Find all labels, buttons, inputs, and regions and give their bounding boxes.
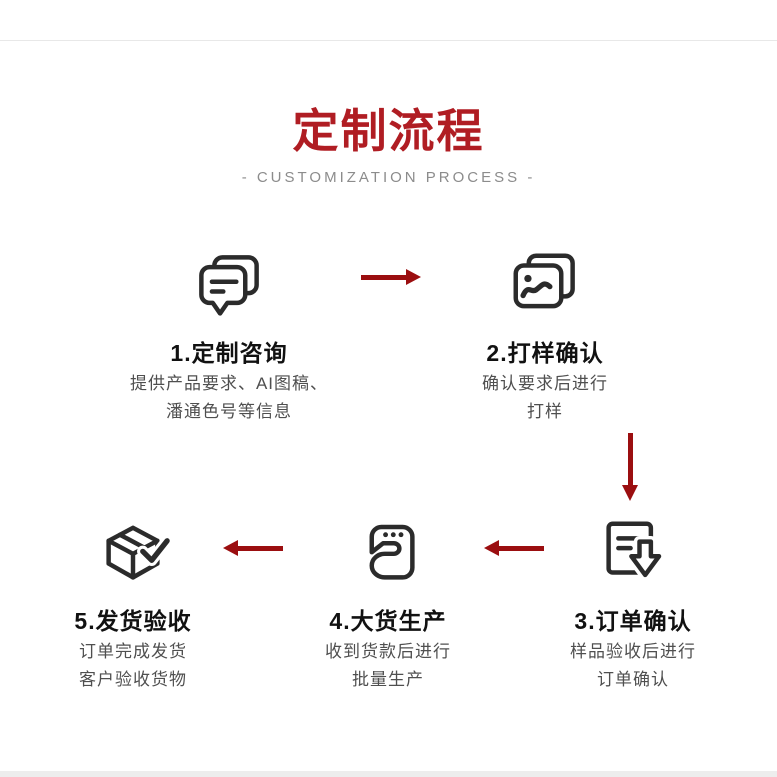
package-check-icon [13,514,253,590]
step-bulk-production: 4.大货生产 收到货款后进行 批量生产 [268,514,508,691]
page-title: 定制流程 [292,105,485,157]
step-customization-consult: 1.定制咨询 提供产品要求、AI图稿、 潘通色号等信息 [109,246,349,423]
step-order-confirm: 3.订单确认 样品验收后进行 订单确认 [513,514,753,691]
step-title: 3.订单确认 [574,608,692,634]
step-desc-line: 订单完成发货 [79,642,187,661]
step-shipping-acceptance: 5.发货验收 订单完成发货 客户验收货物 [13,514,253,691]
step-desc-line: 收到货款后进行 [325,642,451,661]
chat-bubbles-icon [109,246,349,322]
step-desc-line: 批量生产 [352,670,424,689]
sample-photos-icon [425,246,665,322]
flow-arrow-left-icon [484,540,544,556]
step-desc-line: 打样 [527,402,563,421]
step-desc-line: 提供产品要求、AI图稿、 [129,374,329,393]
step-title: 2.打样确认 [486,340,604,366]
flow-arrow-down-icon [622,433,638,501]
step-desc-line: 潘通色号等信息 [166,402,292,421]
bottom-divider [0,771,777,777]
flow-arrow-left-icon [223,540,283,556]
step-desc-line: 确认要求后进行 [482,374,608,393]
page-subtitle: - CUSTOMIZATION PROCESS - [241,168,536,186]
section-header: 定制流程 - CUSTOMIZATION PROCESS - [0,106,777,186]
flow-arrow-right-icon [361,269,421,285]
step-title: 1.定制咨询 [170,340,288,366]
sewing-machine-icon [268,514,508,590]
step-title: 5.发货验收 [74,608,192,634]
step-title: 4.大货生产 [329,608,447,634]
step-sample-confirm: 2.打样确认 确认要求后进行 打样 [425,246,665,423]
step-desc-line: 客户验收货物 [79,670,187,689]
order-document-download-icon [513,514,753,590]
step-desc-line: 订单确认 [597,670,669,689]
step-desc-line: 样品验收后进行 [570,642,696,661]
top-divider [0,40,777,41]
